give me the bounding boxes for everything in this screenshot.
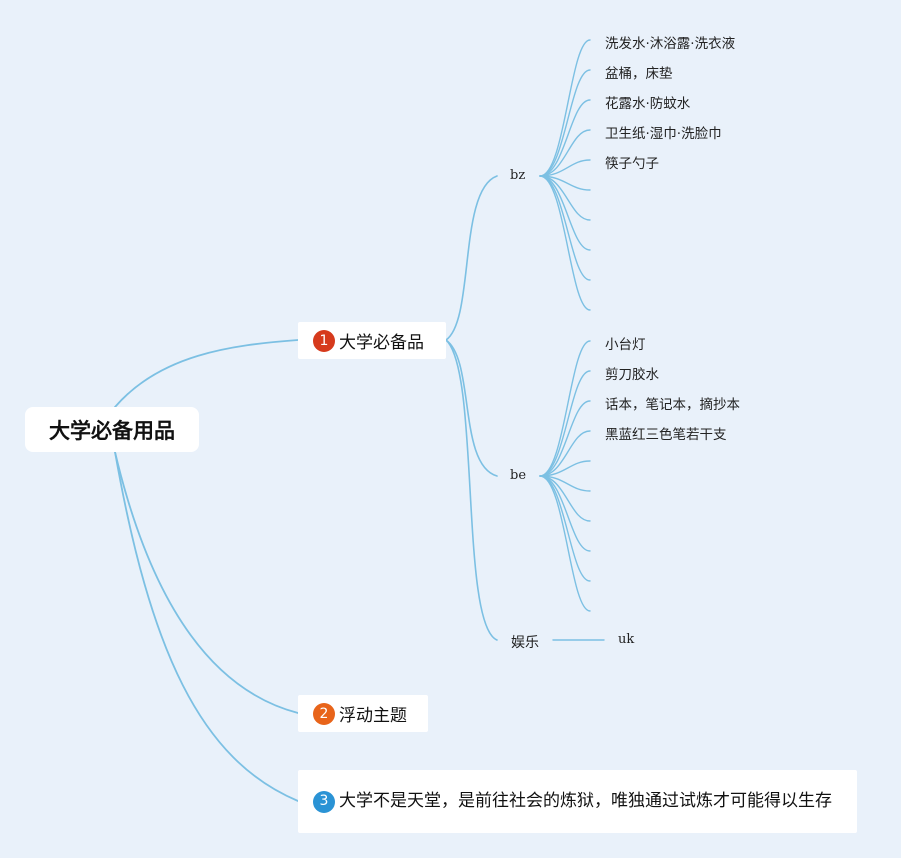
branch-topic-2-label: 浮动主题	[339, 706, 407, 726]
link-be-leaf-1	[539, 340, 591, 477]
leaf-bz-2[interactable]: 盆桶，床垫	[605, 62, 673, 82]
leaf-label: 花露水·防蚊水	[605, 96, 691, 112]
link-bz-leaf-2	[539, 69, 591, 177]
link-branch-1-entertainment	[445, 339, 498, 641]
link-bz-leaf-4	[539, 129, 591, 177]
subtopic-entertainment-label: 娱乐	[511, 635, 539, 651]
branch-topic-1-label: 大学必备品	[339, 333, 424, 353]
link-bz-leaf-7	[539, 175, 591, 221]
branch-topic-3-label: 大学不是天堂，是前往社会的炼狱，唯独通过试炼才可能得以生存	[339, 791, 832, 811]
leaf-label: 盆桶，床垫	[605, 66, 673, 82]
leaf-entertainment-uk[interactable]: uk	[618, 632, 634, 647]
link-root-branch-1	[114, 339, 299, 408]
branch-topic-3[interactable]: 3 大学不是天堂，是前往社会的炼狱，唯独通过试炼才可能得以生存	[298, 770, 857, 833]
leaf-be-2[interactable]: 剪刀胶水	[605, 363, 659, 383]
link-root-branch-2	[114, 451, 299, 714]
subtopic-entertainment[interactable]: 娱乐	[511, 632, 539, 652]
leaf-label: uk	[618, 632, 635, 647]
link-be-leaf-4	[539, 430, 591, 477]
leaf-label: 卫生纸·湿巾·洗脸巾	[605, 126, 722, 142]
link-bz-leaf-9	[539, 175, 591, 281]
link-be-leaf-5	[539, 460, 591, 477]
link-bz-leaf-8	[539, 175, 591, 251]
subtopic-bz-label: bz	[510, 168, 526, 183]
link-be-leaf-2	[539, 370, 591, 477]
leaf-label: 洗发水·沐浴露·洗衣液	[605, 36, 736, 52]
link-branch-1-bz	[445, 175, 498, 341]
subtopic-be-label: be	[510, 468, 527, 483]
leaf-label: 话本，笔记本，摘抄本	[605, 397, 740, 413]
leaf-label: 筷子勺子	[605, 156, 659, 172]
link-be-leaf-3	[539, 400, 591, 477]
root-topic-label: 大学必备用品	[49, 418, 175, 443]
link-be-leaf-7	[539, 475, 591, 522]
leaf-bz-5[interactable]: 筷子勺子	[605, 152, 659, 172]
link-be-leaf-10	[539, 475, 591, 612]
link-branch-1-be	[445, 339, 498, 477]
subtopic-be[interactable]: be	[510, 468, 526, 483]
leaf-label: 剪刀胶水	[605, 367, 659, 383]
branch-topic-2[interactable]: 2 浮动主题	[298, 695, 428, 732]
number-badge-1-icon: 1	[313, 329, 335, 352]
link-bz-leaf-5	[539, 159, 591, 177]
leaf-bz-3[interactable]: 花露水·防蚊水	[605, 92, 690, 112]
number-badge-2-icon: 2	[313, 702, 335, 725]
leaf-be-1[interactable]: 小台灯	[605, 333, 646, 353]
root-topic[interactable]: 大学必备用品	[25, 407, 199, 452]
link-bz-leaf-3	[539, 99, 591, 177]
link-be-leaf-9	[539, 475, 591, 582]
link-bz-leaf-10	[539, 175, 591, 311]
branch-topic-1[interactable]: 1 大学必备品	[298, 322, 446, 359]
leaf-be-4[interactable]: 黑蓝红三色笔若干支	[605, 423, 727, 443]
subtopic-bz[interactable]: bz	[510, 168, 525, 183]
link-root-branch-3	[114, 451, 299, 802]
link-be-leaf-8	[539, 475, 591, 552]
leaf-label: 黑蓝红三色笔若干支	[605, 427, 727, 443]
number-badge-3-icon: 3	[313, 790, 335, 813]
leaf-bz-1[interactable]: 洗发水·沐浴露·洗衣液	[605, 32, 735, 52]
leaf-be-3[interactable]: 话本，笔记本，摘抄本	[605, 393, 740, 413]
leaf-bz-4[interactable]: 卫生纸·湿巾·洗脸巾	[605, 122, 722, 142]
leaf-label: 小台灯	[605, 337, 646, 353]
link-bz-leaf-1	[539, 39, 591, 177]
